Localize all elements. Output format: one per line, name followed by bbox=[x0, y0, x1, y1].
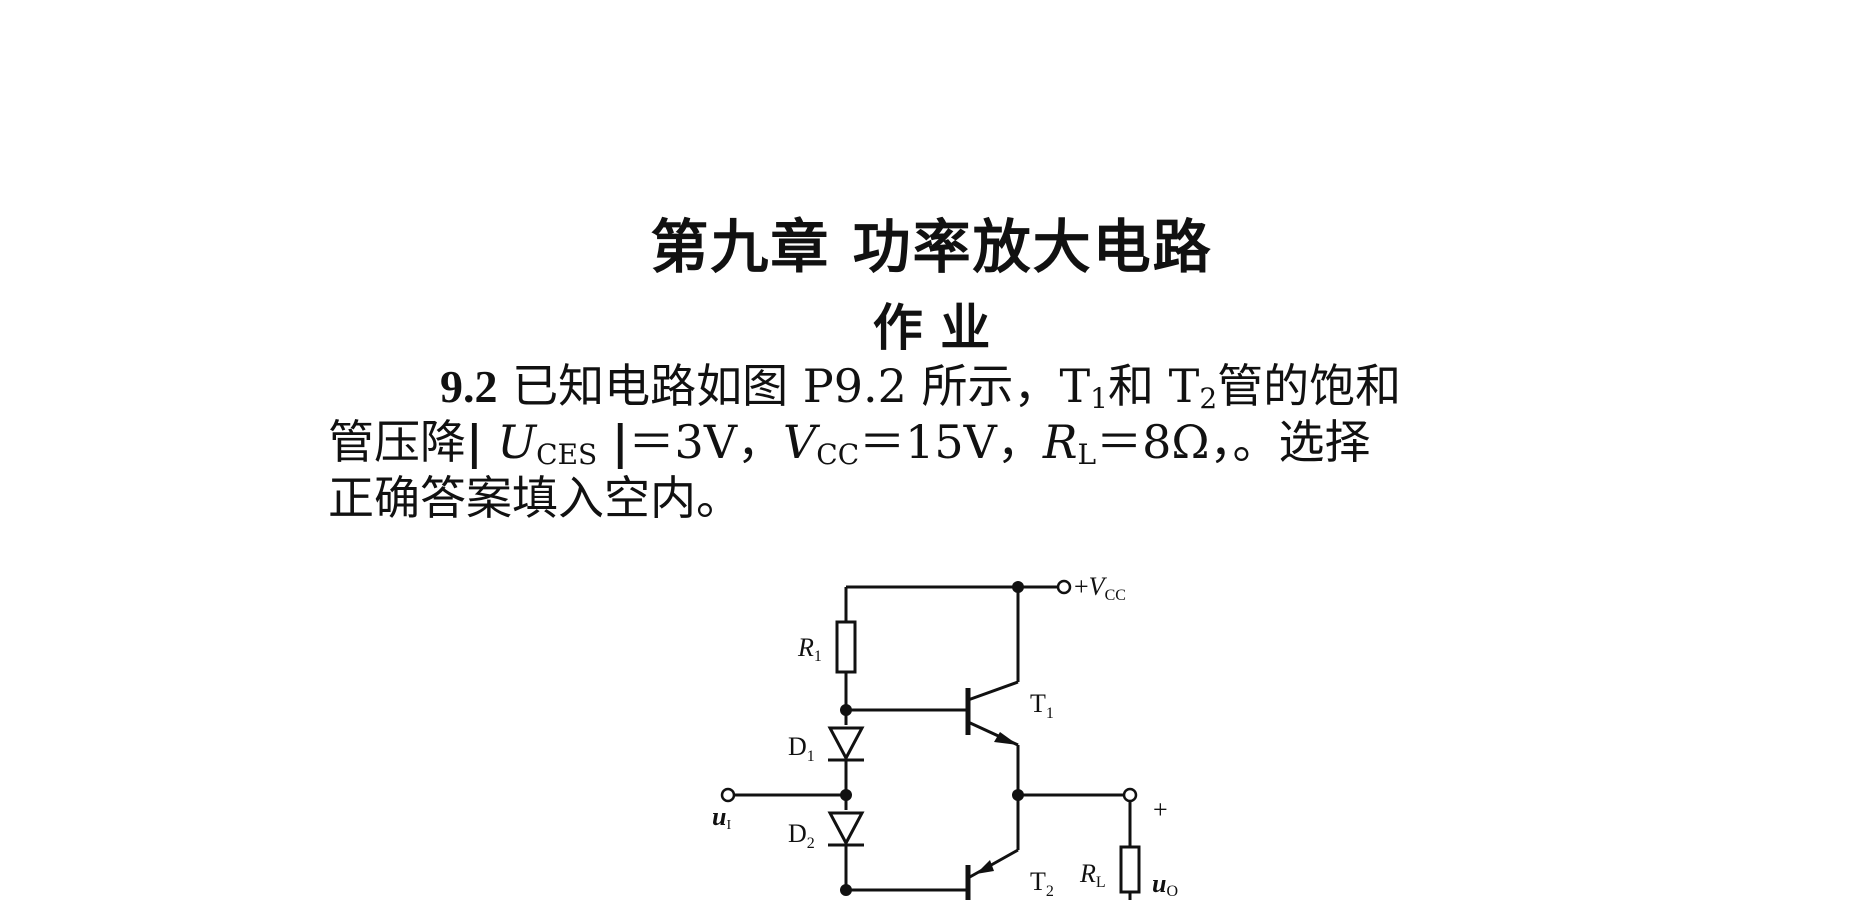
problem-line-2: 管压降| UCES |＝3V，VCC＝15V，RL＝8Ω，。选择 bbox=[328, 414, 1548, 471]
section-title: 作 业 bbox=[872, 299, 991, 357]
t2-label: T2 bbox=[1030, 867, 1054, 900]
junction-dots bbox=[840, 581, 1024, 896]
abs-bar-left: | bbox=[466, 415, 483, 469]
circuit-diagram: +VCC R1 T1 D1 uI D2 T2 RL uO + bbox=[712, 572, 1178, 900]
r-subscript: L bbox=[1077, 438, 1097, 471]
problem-number: 9.2 bbox=[440, 361, 498, 412]
vcc-terminal bbox=[1056, 579, 1072, 595]
t2-emitter-arrow bbox=[976, 860, 994, 874]
d1-label: D1 bbox=[788, 732, 815, 765]
v-symbol: V bbox=[783, 415, 817, 469]
problem-line-1-end: 管的饱和 bbox=[1217, 359, 1402, 413]
r1-label: R1 bbox=[797, 633, 822, 665]
eq-rl: ＝8Ω，。选择 bbox=[1096, 415, 1371, 469]
chapter-title: 第九章 功率放大电路 bbox=[650, 213, 1213, 281]
problem-line-3: 正确答案填入空内。 bbox=[328, 471, 742, 525]
d2-diode bbox=[827, 811, 865, 847]
rl-label: RL bbox=[1079, 859, 1106, 891]
problem-line-1: 9.2 已知电路如图 P9.2 所示，T1和 T2管的饱和 bbox=[328, 358, 1548, 415]
ui-label: uI bbox=[712, 802, 731, 833]
u-subscript: CES bbox=[536, 438, 598, 471]
r1-resistor bbox=[835, 620, 857, 674]
u-symbol: U bbox=[497, 415, 537, 469]
abs-bar-right: | bbox=[611, 415, 629, 469]
problem-line-1-text: 已知电路如图 P9.2 所示，T bbox=[512, 359, 1091, 413]
terminals bbox=[720, 579, 1138, 803]
v-subscript: CC bbox=[816, 438, 860, 471]
rl-resistor bbox=[1119, 845, 1141, 894]
t1-subscript: 1 bbox=[1090, 382, 1108, 415]
problem-text: 9.2 已知电路如图 P9.2 所示，T1和 T2管的饱和 管压降| UCES … bbox=[328, 358, 1548, 526]
d1-diode bbox=[827, 726, 865, 762]
problem-line-2-start: 管压降 bbox=[328, 415, 466, 469]
r-symbol: R bbox=[1042, 415, 1078, 469]
t1-label: T1 bbox=[1030, 689, 1054, 722]
d2-label: D2 bbox=[788, 819, 815, 852]
t2-subscript: 2 bbox=[1199, 382, 1218, 415]
output-terminal bbox=[1122, 787, 1138, 803]
vcc-label: +VCC bbox=[1074, 572, 1126, 604]
eq-vcc: ＝15V， bbox=[859, 415, 1043, 469]
output-plus-label: + bbox=[1153, 795, 1168, 824]
problem-line-1-mid: 和 T bbox=[1108, 359, 1200, 413]
t1-emitter-arrow bbox=[994, 732, 1018, 745]
input-terminal bbox=[720, 787, 736, 803]
uo-label: uO bbox=[1152, 869, 1178, 900]
eq-uces: ＝3V， bbox=[628, 415, 784, 469]
